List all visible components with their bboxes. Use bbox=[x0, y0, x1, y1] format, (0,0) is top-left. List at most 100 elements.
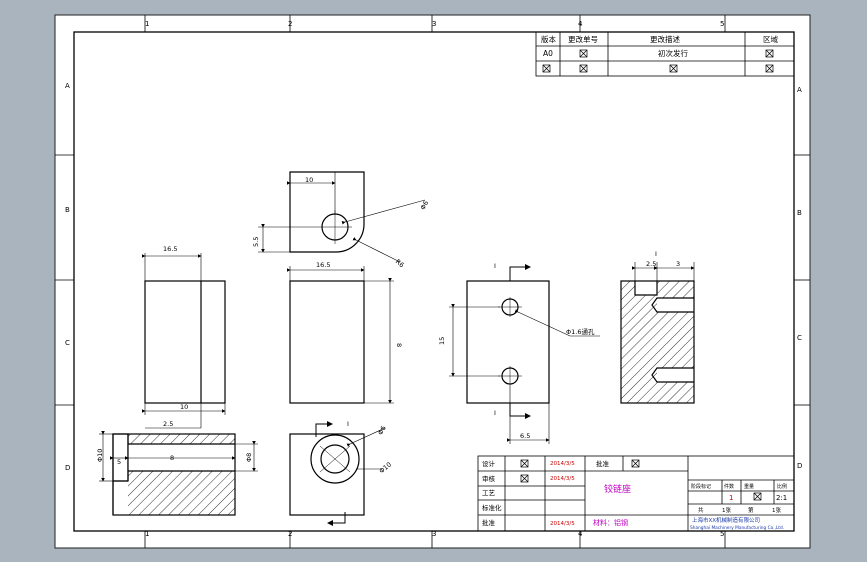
zone-bottom-5: 5 bbox=[720, 530, 724, 538]
zone-top-5: 5 bbox=[720, 20, 724, 28]
tb-date-approve: 2014/3/5 bbox=[550, 521, 575, 527]
dim-3-sec: 3 bbox=[676, 260, 680, 268]
dim-text-view-plate: I I 15 Φ1.6通孔 6.5 bbox=[438, 262, 595, 440]
zone-left-b: B bbox=[65, 206, 70, 214]
rev-header-change-no: 更改单号 bbox=[568, 34, 598, 44]
section-mark-right: I bbox=[655, 250, 657, 258]
view-plate[interactable] bbox=[466, 280, 550, 404]
zone-top-2: 2 bbox=[288, 20, 292, 28]
title-block[interactable] bbox=[477, 455, 795, 532]
dim-text-view-front: 16.5 8 bbox=[316, 261, 403, 347]
dim-10-top: 10 bbox=[305, 176, 313, 184]
zone-right-c: C bbox=[797, 334, 802, 342]
view-section-bottom-left[interactable] bbox=[112, 433, 236, 516]
rev-header-version: 版本 bbox=[541, 34, 556, 44]
section-mark-a: I bbox=[347, 420, 349, 428]
view-side-top[interactable] bbox=[289, 171, 365, 253]
tb-label-approve: 批准 bbox=[482, 518, 496, 527]
zone-labels: 1 2 3 4 5 1 2 3 4 5 A B C D A B C D bbox=[65, 20, 802, 538]
rev-row1-description: 初次发行 bbox=[658, 48, 688, 58]
view-front[interactable] bbox=[289, 280, 365, 404]
zone-top-3: 3 bbox=[432, 20, 436, 28]
zone-bottom-4: 4 bbox=[578, 530, 583, 538]
dim-2-5-sec: 2.5 bbox=[646, 260, 656, 268]
tb-meta-scale: 比例 bbox=[777, 483, 787, 490]
section-mark-bottom: I bbox=[494, 409, 496, 417]
zone-top-1: 1 bbox=[145, 20, 149, 28]
dim-6-5: 6.5 bbox=[520, 432, 530, 440]
view-section-right[interactable] bbox=[620, 280, 695, 404]
dims-section-bottom-left bbox=[99, 431, 258, 482]
tb-meta-weight: 重量 bbox=[744, 483, 754, 490]
tb-date-design: 2014/3/5 bbox=[550, 461, 575, 467]
tb-label-design: 设计 bbox=[482, 459, 496, 468]
tb-sheets-total: 1张 bbox=[722, 506, 731, 514]
dim-5-5: 5.5 bbox=[252, 237, 260, 247]
dim-hole: Φ1.6通孔 bbox=[566, 327, 595, 336]
dim-8-sec: 8 bbox=[170, 454, 174, 462]
dim-text-view-left: 16.5 10 2.5 bbox=[163, 245, 188, 428]
tb-company-en: Shanghai Machinery Manufacturing Co.,Ltd… bbox=[690, 525, 784, 531]
zone-left-c: C bbox=[65, 339, 70, 347]
dim-phi6-top: Φ6 bbox=[419, 199, 431, 211]
tb-sheet-no: 1张 bbox=[772, 506, 781, 514]
dim-phi8-sec: Φ8 bbox=[245, 453, 253, 462]
zone-left-a: A bbox=[65, 82, 70, 90]
dim-text-section-bottom-left: Φ10 Φ8 5 8 bbox=[96, 449, 253, 466]
revision-placeholder-boxes bbox=[542, 49, 774, 73]
zone-top-4: 4 bbox=[578, 20, 583, 28]
tb-label-standard: 标准化 bbox=[482, 503, 502, 512]
tb-part-name: 铰链座 bbox=[604, 483, 631, 495]
dim-5: 5 bbox=[117, 458, 121, 466]
dim-10-base: 10 bbox=[180, 403, 188, 411]
dim-phi6-circles: Φ6 bbox=[376, 424, 388, 436]
tb-approve-label: 批准 bbox=[596, 459, 610, 468]
tb-label-process: 工艺 bbox=[482, 489, 496, 497]
revision-table[interactable] bbox=[535, 31, 795, 77]
tb-company-cn: 上海市XX机械制造有限公司 bbox=[692, 516, 760, 524]
tb-meta-stage: 阶段标记 bbox=[691, 483, 711, 490]
dim-15: 15 bbox=[438, 337, 446, 345]
view-top-circles[interactable] bbox=[289, 433, 365, 516]
tb-meta-qty: 件数 bbox=[724, 483, 734, 490]
dim-phi10-sec: Φ10 bbox=[96, 449, 104, 462]
title-block-placeholders bbox=[520, 459, 762, 501]
tb-date-review: 2014/3/5 bbox=[550, 476, 575, 482]
dims-view-left bbox=[142, 253, 226, 429]
zone-ticks bbox=[55, 15, 810, 548]
dims-view-front bbox=[287, 266, 394, 404]
tb-material: 材料：铝钢 bbox=[593, 518, 628, 527]
dim-text-side-top: 10 5.5 Φ6 R6 bbox=[252, 176, 430, 269]
revision-table-text: 版本 更改单号 更改描述 区域 A0 初次发行 bbox=[541, 34, 778, 58]
view-left[interactable] bbox=[144, 280, 226, 404]
section-arrows-bottom-center bbox=[315, 421, 386, 526]
tb-label-review: 审核 bbox=[482, 474, 496, 483]
tb-sheet-no-label: 第 bbox=[748, 506, 754, 514]
dims-section-right bbox=[632, 262, 695, 281]
zone-bottom-3: 3 bbox=[432, 530, 436, 538]
zone-bottom-1: 1 bbox=[145, 530, 149, 538]
dim-16-5-side: 16.5 bbox=[163, 245, 177, 253]
title-block-text: 设计 审核 工艺 标准化 批准 2014/3/5 2014/3/5 2014/3… bbox=[482, 459, 787, 531]
dim-h: 8 bbox=[395, 343, 403, 347]
zone-left-d: D bbox=[65, 464, 70, 472]
dims-view-plate bbox=[449, 264, 600, 444]
zone-right-a: A bbox=[797, 86, 802, 94]
drawing-border bbox=[73, 31, 795, 532]
rev-header-zone: 区域 bbox=[763, 34, 778, 44]
rev-row1-version: A0 bbox=[543, 49, 553, 58]
dim-2-5: 2.5 bbox=[163, 420, 173, 428]
zone-right-b: B bbox=[797, 209, 802, 217]
dims-side-top bbox=[258, 172, 426, 263]
dim-text-section-right: I 2.5 3 bbox=[646, 250, 680, 268]
dim-16-5-front: 16.5 bbox=[316, 261, 330, 269]
section-mark-top: I bbox=[494, 262, 496, 270]
zone-bottom-2: 2 bbox=[288, 530, 292, 538]
tb-sheets-total-label: 共 bbox=[698, 506, 704, 514]
tb-quantity: 1 bbox=[729, 494, 733, 502]
rev-header-description: 更改描述 bbox=[650, 34, 680, 44]
zone-right-d: D bbox=[797, 462, 802, 470]
tb-scale: 2:1 bbox=[776, 494, 787, 502]
